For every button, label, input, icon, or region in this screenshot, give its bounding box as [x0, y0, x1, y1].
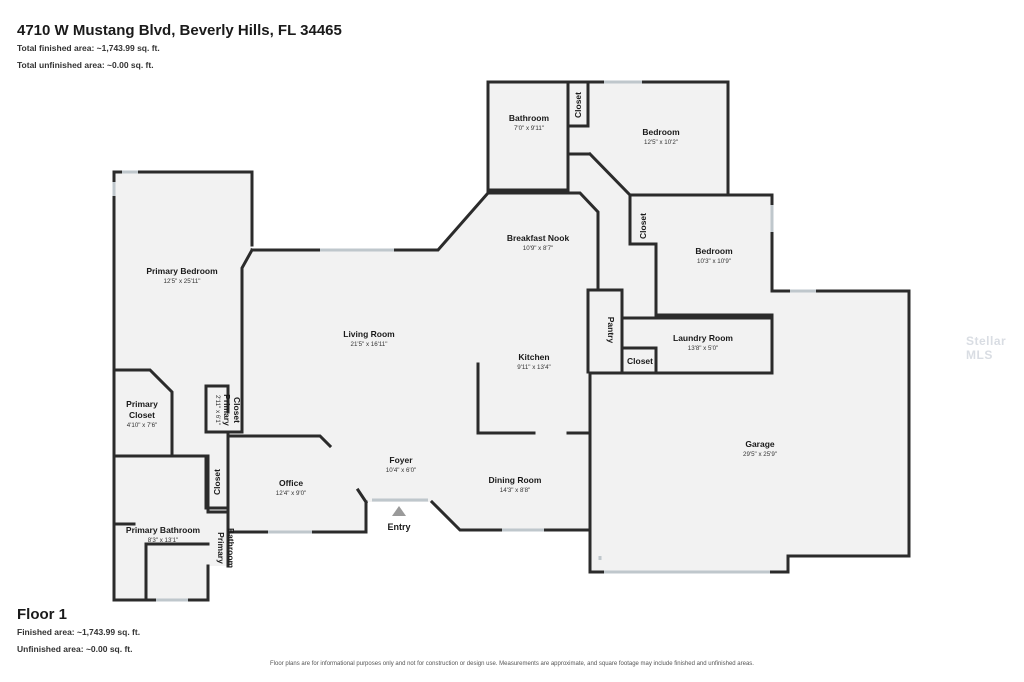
room-dimensions: 9'11" x 13'4": [517, 364, 550, 371]
room-closet-laundry: Closet: [627, 356, 653, 366]
room-dimensions: 13'8" x 5'0": [688, 345, 719, 352]
room-name: Closet: [638, 213, 648, 239]
room-primary-bedroom: Primary Bedroom 12'5" x 25'11": [146, 266, 218, 285]
room-primary-closet-large: Primary Closet 4'10" x 7'6": [126, 399, 158, 429]
room-primary-closet-small: Primary Closet 2'11" x 6'1": [214, 394, 242, 426]
room-dimensions: 8'3" x 13'1": [148, 537, 179, 544]
entry-arrow-icon: [392, 506, 406, 516]
room-name: Closet: [212, 469, 222, 495]
disclaimer: Floor plans are for informational purpos…: [270, 661, 754, 667]
room-name: Primary Bedroom: [146, 266, 218, 276]
room-name: Primary Bathroom: [126, 525, 201, 535]
room-dimensions: 10'4" x 6'0": [386, 467, 417, 474]
room-closet-mid: Closet: [638, 213, 648, 239]
room-name: Closet: [129, 410, 155, 420]
room-dimensions: 2'11" x 6'1": [214, 395, 221, 425]
room-name: Living Room: [343, 329, 395, 339]
windows: [112, 80, 816, 602]
room-primary-bathroom: Primary Bathroom 8'3" x 13'1": [126, 525, 201, 544]
room-dimensions: 29'5" x 25'9": [743, 451, 777, 458]
room-labels: Bathroom 7'0" x 9'11" Closet Bedroom 12'…: [126, 92, 777, 569]
room-name: Bedroom: [642, 127, 680, 137]
floor-fill: [114, 82, 909, 600]
room-name: Foyer: [389, 455, 413, 465]
room-breakfast-nook: Breakfast Nook 10'9" x 8'7": [507, 233, 570, 252]
entry-marker: Entry: [372, 498, 428, 532]
room-pantry: Pantry: [606, 317, 616, 344]
room-closet-top: Closet: [573, 92, 583, 118]
entry-label: Entry: [387, 522, 410, 532]
room-dimensions: 10'9" x 8'7": [523, 245, 554, 252]
property-address: 4710 W Mustang Blvd, Beverly Hills, FL 3…: [17, 22, 342, 39]
room-dimensions: 12'5" x 25'11": [164, 278, 201, 285]
room-name: Pantry: [606, 317, 616, 344]
room-dimensions: 10'3" x 10'9": [697, 258, 731, 265]
room-name: Primary: [222, 394, 232, 426]
walls: [112, 80, 911, 602]
room-dimensions: 14'3" x 8'8": [500, 487, 531, 494]
room-bedroom-mid: Bedroom 10'3" x 10'9": [695, 246, 733, 265]
room-laundry-room: Laundry Room 13'8" x 5'0": [673, 333, 733, 352]
room-dimensions: 12'5" x 10'2": [644, 139, 678, 146]
room-foyer: Foyer 10'4" x 6'0": [386, 455, 417, 474]
room-name: Closet: [573, 92, 583, 118]
room-dimensions: 4'10" x 7'6": [127, 422, 158, 429]
room-garage: Garage 29'5" x 25'9": [743, 439, 777, 458]
floor-unfinished-area: Unfinished area: ~0.00 sq. ft.: [17, 644, 133, 654]
room-dimensions: 21'5" x 16'11": [351, 341, 388, 348]
room-kitchen: Kitchen 9'11" x 13'4": [517, 352, 550, 371]
room-name: Laundry Room: [673, 333, 733, 343]
room-name: Bathroom: [226, 528, 236, 569]
room-name: Closet: [627, 356, 653, 366]
floor-title: Floor 1: [17, 606, 68, 623]
room-name: Bathroom: [509, 113, 550, 123]
room-name: Closet: [232, 397, 242, 423]
room-dimensions: 12'4" x 9'0": [276, 490, 307, 497]
room-dining-room: Dining Room 14'3" x 8'8": [489, 475, 542, 494]
room-name: Kitchen: [518, 352, 549, 362]
room-bathroom: Bathroom 7'0" x 9'11": [509, 113, 550, 132]
room-name: Dining Room: [489, 475, 542, 485]
total-unfinished-area: Total unfinished area: ~0.00 sq. ft.: [17, 60, 154, 70]
room-name: Garage: [745, 439, 775, 449]
room-name: Bedroom: [695, 246, 733, 256]
room-office: Office 12'4" x 9'0": [276, 478, 307, 497]
room-name: Primary: [216, 532, 226, 564]
room-primary-bathroom-small: Primary Bathroom: [216, 528, 236, 569]
floor-finished-area: Finished area: ~1,743.99 sq. ft.: [17, 627, 141, 637]
room-closet-bath: Closet: [212, 469, 222, 495]
total-finished-area: Total finished area: ~1,743.99 sq. ft.: [17, 43, 160, 53]
room-bedroom-top: Bedroom 12'5" x 10'2": [642, 127, 680, 146]
room-name: Breakfast Nook: [507, 233, 570, 243]
room-dimensions: 7'0" x 9'11": [514, 125, 544, 132]
room-name: Office: [279, 478, 303, 488]
watermark-logo: Stellar MLS: [966, 334, 1007, 362]
room-name: Primary: [126, 399, 158, 409]
room-living-room: Living Room 21'5" x 16'11": [343, 329, 395, 348]
